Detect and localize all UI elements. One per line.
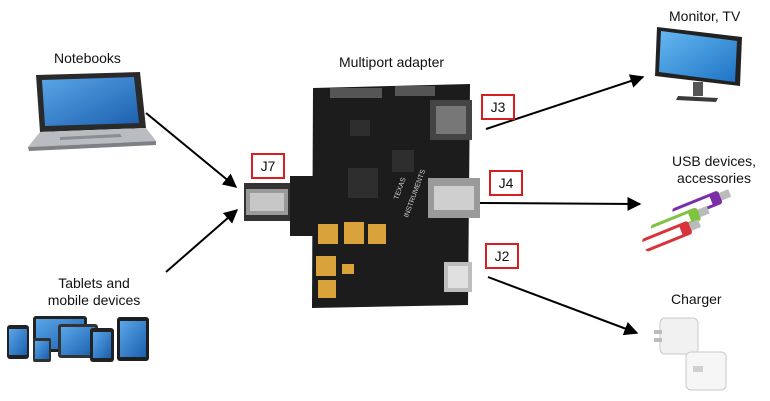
notebooks-label: Notebooks xyxy=(54,50,121,66)
arrow-j4-to-usb xyxy=(479,196,642,211)
usb-label-line-1: USB devices, xyxy=(671,153,757,169)
usb-label-line-2: accessories xyxy=(677,170,751,186)
tablets-image xyxy=(7,316,149,362)
connector-j2-badge: J2 xyxy=(485,243,519,269)
monitor-label: Monitor, TV xyxy=(669,8,741,24)
tablets-label-line-2: mobile devices xyxy=(47,292,141,308)
tablets-label-line-1: Tablets and xyxy=(58,275,130,291)
adapter-label: Multiport adapter xyxy=(339,54,445,70)
arrow-tablets-to-j7 xyxy=(165,209,239,273)
connector-j4-badge: J4 xyxy=(489,170,523,196)
charger-label: Charger xyxy=(671,291,722,307)
adapter-board-image: TEXAS INSTRUMENTS xyxy=(244,84,480,308)
usb-sticks-image xyxy=(642,189,732,252)
notebook-image xyxy=(28,72,156,151)
connector-j7-badge: J7 xyxy=(251,153,285,179)
arrows xyxy=(145,74,645,336)
usb-label: USB devices, accessories xyxy=(664,153,764,187)
charger-image xyxy=(654,317,727,391)
connector-j3-badge: J3 xyxy=(481,94,515,120)
monitor-image xyxy=(655,27,742,102)
arrow-j2-to-charger xyxy=(487,276,639,336)
arrow-notebook-to-j7 xyxy=(145,112,238,188)
tablets-label: Tablets and mobile devices xyxy=(39,275,149,309)
arrow-j3-to-monitor xyxy=(485,74,645,130)
